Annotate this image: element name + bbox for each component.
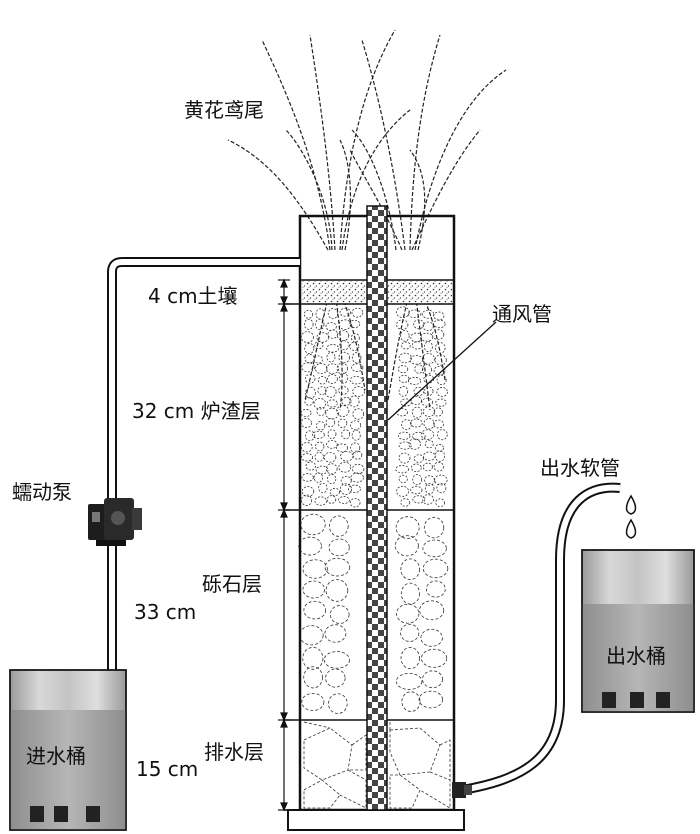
pump-label: 蠕动泵 xyxy=(12,480,72,504)
outlet-hose-label: 出水软管 xyxy=(540,456,620,480)
inlet-bucket-label: 进水桶 xyxy=(26,744,86,768)
gravel-layer xyxy=(298,513,449,714)
slag-layer xyxy=(300,306,448,508)
inlet-bucket xyxy=(9,669,127,831)
water-drops xyxy=(625,494,637,539)
gravel-label: 砾石层 xyxy=(202,572,262,596)
drain-layer xyxy=(303,721,451,809)
dimension-line xyxy=(278,278,290,812)
outlet-bucket xyxy=(581,549,695,713)
soil-label: 4 cm土壤 xyxy=(148,284,238,308)
slag-label: 32 cm 炉渣层 xyxy=(132,399,261,423)
gravel-depth-label: 33 cm xyxy=(134,600,197,624)
ventilation-pipe-label: 通风管 xyxy=(492,302,552,326)
peristaltic-pump xyxy=(88,498,142,546)
drain-label: 排水层 xyxy=(204,740,264,764)
outlet-bucket-label: 出水桶 xyxy=(606,644,666,668)
plant-label: 黄花鸢尾 xyxy=(184,98,264,122)
ventilation-pipe xyxy=(366,205,388,811)
hose-connector xyxy=(452,782,472,798)
ventilation-pipe-leader xyxy=(387,321,497,421)
drain-depth-label: 15 cm xyxy=(136,757,199,781)
column xyxy=(284,205,465,831)
outlet-hose xyxy=(461,482,621,795)
plant-leaves xyxy=(227,29,507,411)
column-base xyxy=(287,809,465,831)
inlet-pipe xyxy=(107,257,300,800)
